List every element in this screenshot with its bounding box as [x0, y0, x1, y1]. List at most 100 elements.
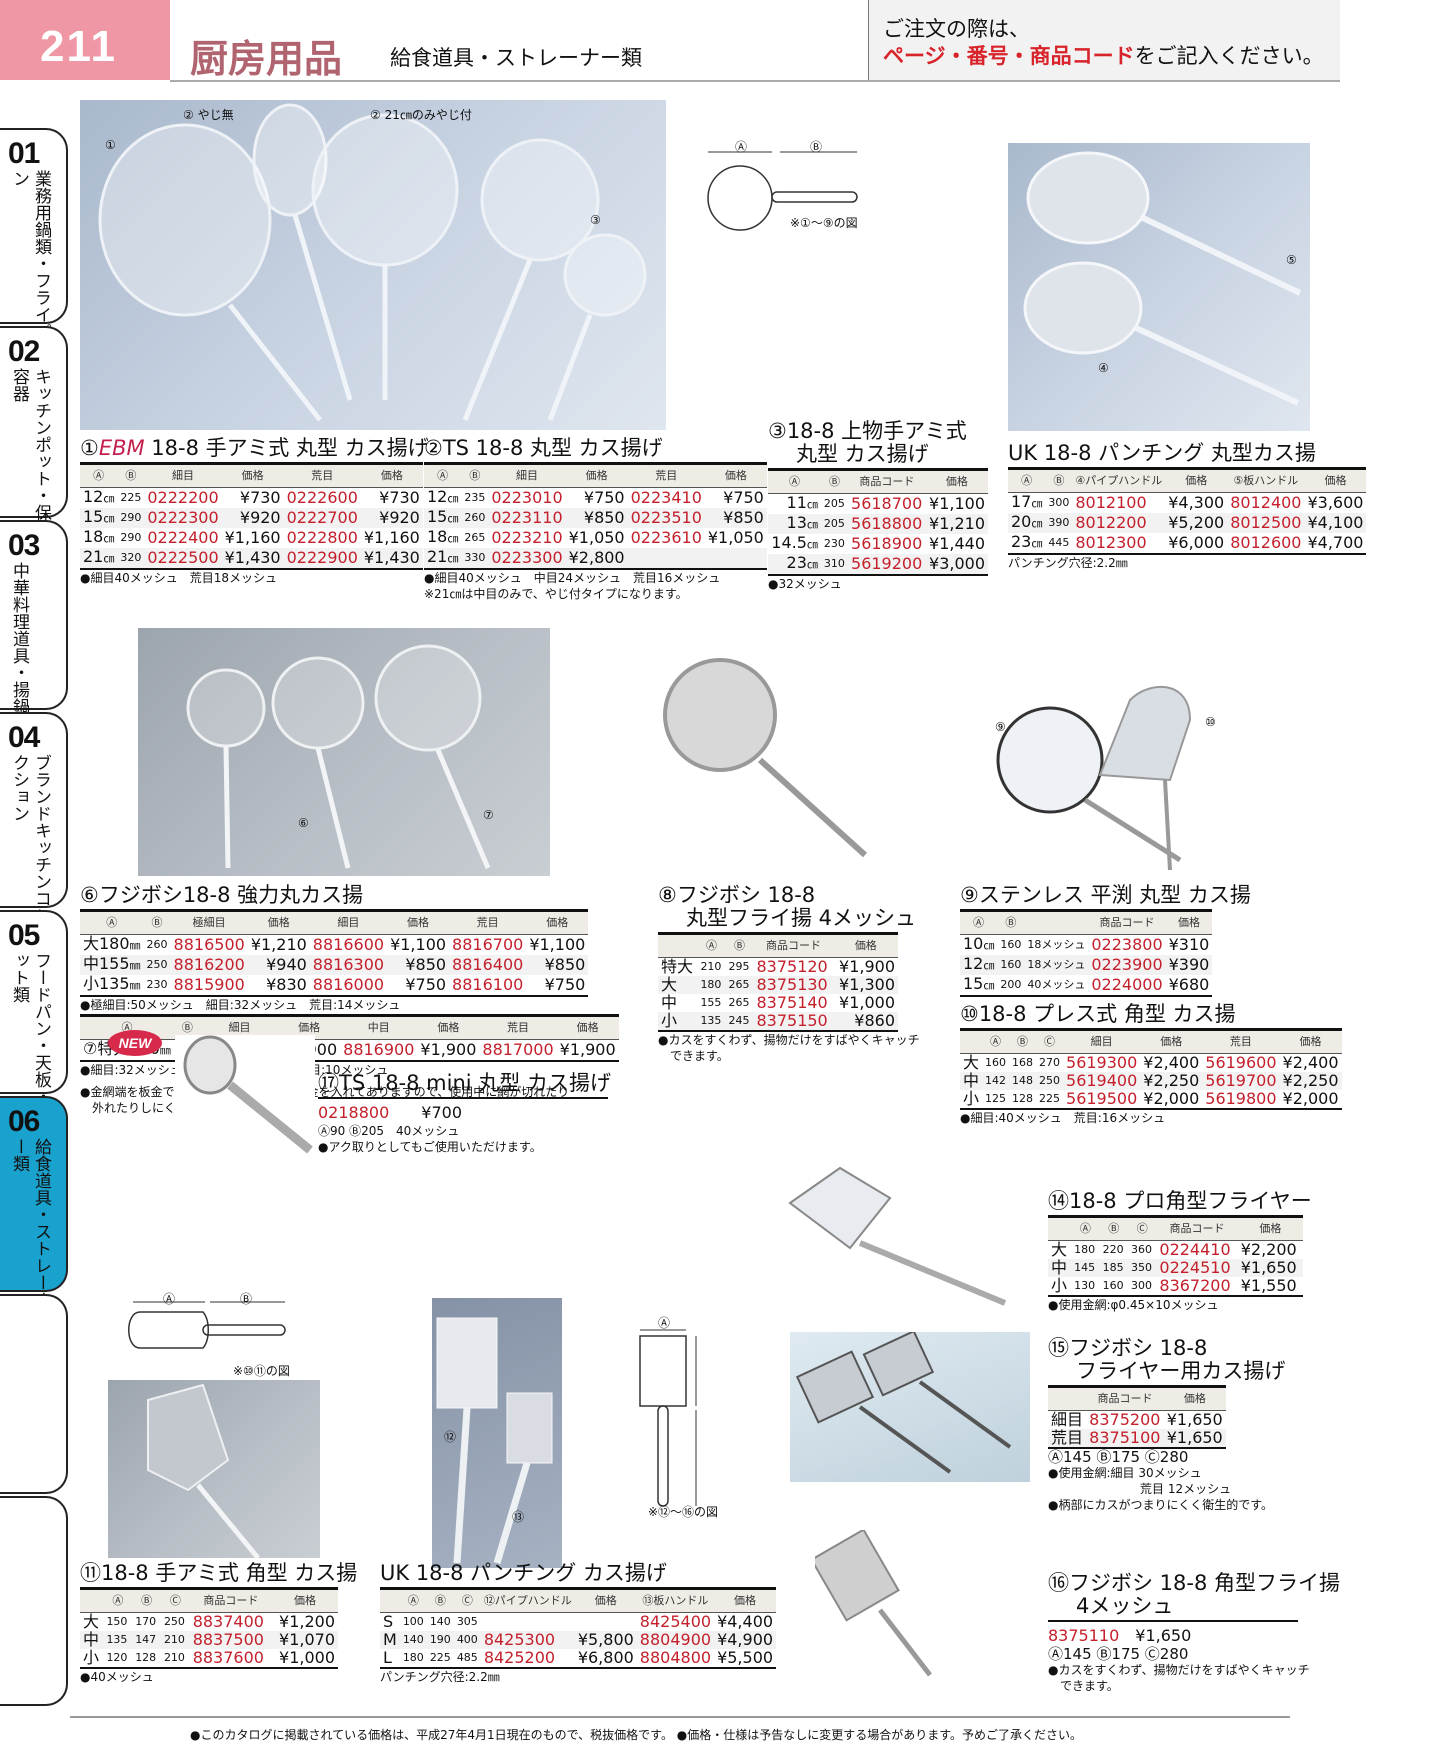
col-header: ⑫パイプハンドル [483, 1594, 572, 1607]
sidebar-tab-05[interactable]: 05 フードパン・天板・バット類 [0, 910, 68, 1122]
photo-label: ⑤ [1286, 253, 1297, 267]
photo-label: ⑥ [298, 816, 309, 830]
fryer-strainer-illustration-icon [795, 1332, 1012, 1474]
unit: ㎜ [129, 939, 141, 952]
product-code: 0222300 [147, 508, 219, 527]
tab-number: 05 [8, 919, 40, 952]
product-title: ⑨ステンレス 平渕 丸型 カス揚 [960, 883, 1251, 907]
sidebar-tab-07[interactable] [0, 1294, 68, 1494]
col-header: Ⓒ [1044, 1035, 1056, 1048]
product-code: 0223800 [1091, 935, 1163, 954]
size: 大180 [83, 934, 130, 953]
product-photo-mini [175, 1035, 315, 1160]
product-code: 0223300 [491, 548, 563, 567]
tab-number: 01 [8, 137, 40, 170]
col-header: 価格 [546, 916, 569, 929]
sidebar-tab-04[interactable]: 04 ブランドキッチンコレクション [0, 712, 68, 924]
col-header: 価格 [594, 1594, 617, 1607]
price: ¥4,400 [717, 1612, 774, 1631]
product-photo-uk-punching: ⑤ ④ [1008, 143, 1310, 431]
price: ¥3,600 [1307, 493, 1364, 512]
col-header: Ⓐ [437, 469, 449, 482]
product-code: 0224410 [1159, 1240, 1231, 1259]
sidebar-tab-01[interactable]: 01 業務用鍋類・フライパン [0, 128, 68, 340]
col-header: 細目 [228, 1021, 251, 1034]
size-label: M [383, 1630, 397, 1649]
product-code: 8816900 [343, 1040, 415, 1059]
order-notice-highlight: ページ・番号・商品コード [883, 44, 1135, 68]
dim-a: 145 [1074, 1261, 1096, 1274]
photo-label: ⑩ [1205, 715, 1216, 729]
paddle-illustration-icon [436, 1317, 553, 1565]
product-photo-uk-punching-square: ⑫ ⑬ [432, 1298, 562, 1568]
sidebar-tab-03[interactable]: 03 中華料理道具・揚鍋 [0, 520, 68, 715]
price: ¥750 [583, 488, 625, 507]
product-note: ●カスをすくわず、揚物だけをすばやくキャッチ [1048, 1663, 1310, 1677]
sidebar-tab-02[interactable]: 02 キッチンポット・保存容器 [0, 326, 68, 538]
col-header: 価格 [1299, 1035, 1322, 1048]
unit: ㎝ [103, 492, 115, 505]
unit: ㎝ [806, 538, 818, 551]
size: 12 [83, 487, 104, 506]
product-code: 8425200 [483, 1648, 556, 1667]
price: ¥1,430 [224, 548, 281, 567]
product-code: 0218800 [318, 1103, 390, 1122]
dim-b: 320 [120, 551, 142, 564]
size: 中155 [83, 954, 130, 973]
dim-b: 265 [464, 531, 486, 544]
price: ¥1,160 [363, 528, 420, 547]
price: ¥4,900 [717, 1630, 774, 1649]
product-code: 8375100 [1089, 1428, 1161, 1447]
mesh: 18メッシュ [1027, 938, 1086, 951]
tab-label: ブランドキッチンコレクション [9, 754, 51, 924]
product-note: ※21㎝は中目のみで、やじ付タイプになります。 [424, 587, 688, 601]
product-note: ●32メッシュ [768, 577, 842, 591]
size-label: 小 [1051, 1276, 1068, 1295]
ladle-illustration-icon [1023, 151, 1302, 406]
dim-b: 160 [1102, 1279, 1124, 1292]
product-code: 0223110 [491, 508, 563, 527]
price: ¥1,650 [1166, 1428, 1223, 1447]
tab-number: 06 [8, 1105, 40, 1138]
price: ¥2,250 [1143, 1071, 1200, 1090]
product-title: ⑥フジボシ18-8 強力丸カス揚 [80, 883, 364, 907]
size-label: 大 [1051, 1240, 1068, 1259]
dim-c: 250 [1039, 1074, 1061, 1087]
fry-strainer-illustration-icon [663, 658, 868, 858]
product-note: ●使用金網:φ0.45×10メッシュ [1048, 1298, 1219, 1312]
unit: ㎝ [447, 512, 459, 525]
product-note: パンチング穴径:2.2㎜ [1008, 556, 1128, 570]
col-header: Ⓐ [106, 916, 118, 929]
dim-c: 400 [456, 1633, 478, 1646]
size: 23 [786, 553, 807, 572]
product-title: ⑧フジボシ 18-8 [658, 883, 816, 907]
product-title-line2: 4メッシュ [1076, 1594, 1174, 1618]
sidebar-tab-06[interactable]: 06 給食道具・ストレーナー類 [0, 1096, 68, 1308]
col-header: 荒目 [311, 469, 334, 482]
col-header: 荒目 [507, 1021, 530, 1034]
price: ¥5,800 [577, 1630, 634, 1649]
product-note: ●細目:40メッシュ 荒目:16メッシュ [960, 1111, 1166, 1125]
product-code: 8375120 [756, 957, 828, 976]
product-photo-round-fry [650, 655, 890, 875]
col-header: 価格 [380, 469, 403, 482]
sidebar-tab-08[interactable] [0, 1496, 68, 1706]
product-photo-flat-rim: ⑨ ⑩ [990, 640, 1230, 880]
col-header: 価格 [241, 469, 264, 482]
mini-strainer-illustration-icon [183, 1035, 313, 1154]
col-header [960, 1030, 982, 1054]
price: ¥1,650 [1135, 1626, 1192, 1645]
dim-b: 260 [146, 938, 168, 951]
square-fry-illustration-icon [815, 1530, 932, 1677]
